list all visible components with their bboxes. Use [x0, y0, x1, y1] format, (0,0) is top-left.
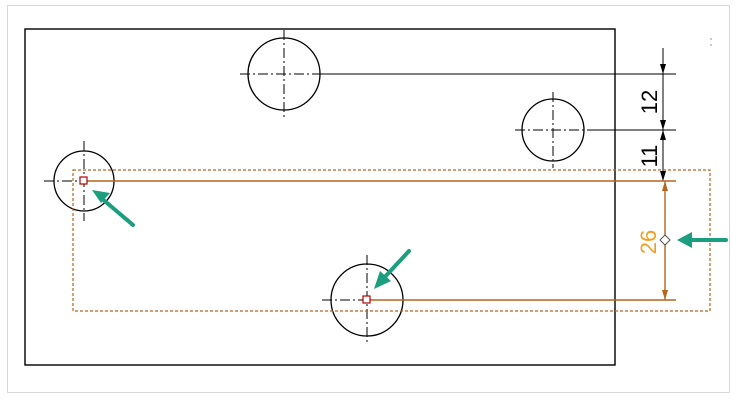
- annotation-arrow-right-icon: [677, 232, 728, 248]
- hole-top[interactable]: [240, 30, 328, 118]
- annotation-arrow-left-icon: [92, 190, 135, 227]
- grip-point-dimension[interactable]: [659, 234, 671, 246]
- grip-point-left[interactable]: [79, 176, 88, 185]
- annotation-arrow-bottom-icon: [374, 249, 411, 289]
- drawing-frame: [7, 5, 730, 393]
- dimension-12-label[interactable]: 12: [637, 90, 662, 114]
- grip-point-bottom[interactable]: [362, 295, 371, 304]
- dimension-line-12-11[interactable]: [660, 48, 666, 181]
- dimension-11-label[interactable]: 11: [637, 145, 662, 168]
- hole-right[interactable]: [515, 92, 591, 168]
- part-outline[interactable]: [24, 28, 616, 366]
- dimension-26-label[interactable]: 26: [636, 230, 661, 254]
